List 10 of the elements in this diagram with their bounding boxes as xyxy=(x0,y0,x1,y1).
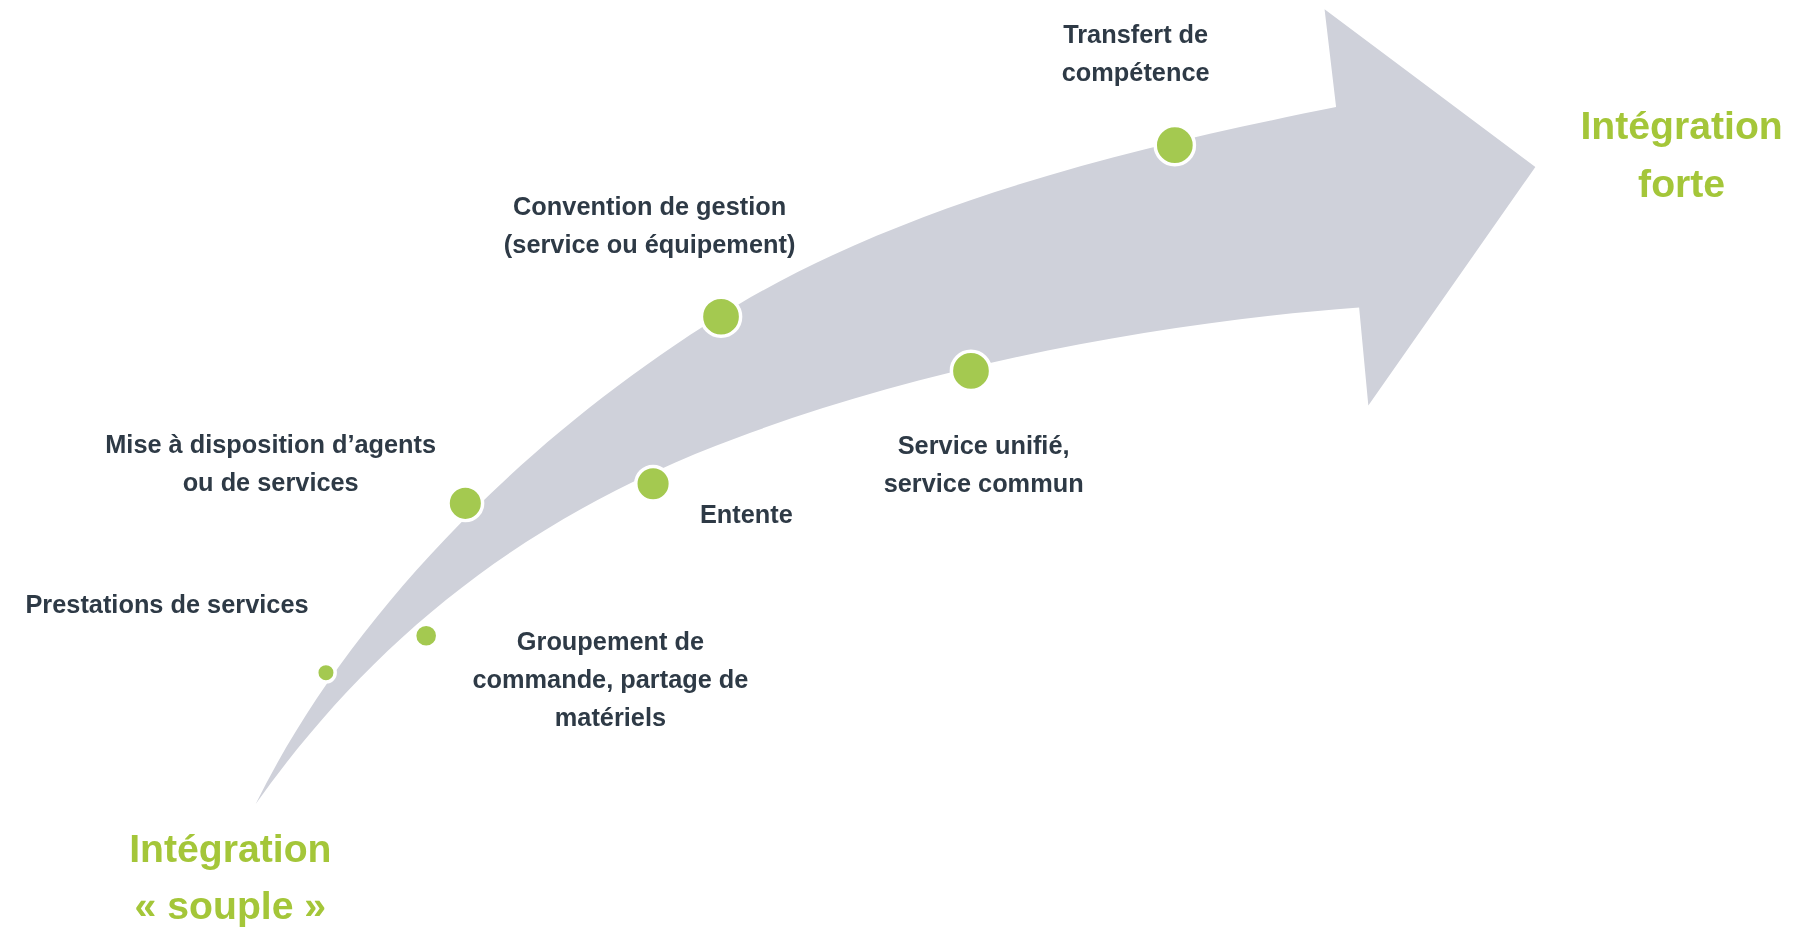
milestone-label: Groupement de commande, partage de matériels xyxy=(471,625,750,734)
scale-end-label: Intégration forte xyxy=(1579,102,1784,207)
milestone-dot xyxy=(446,484,485,523)
milestone-label: Entente xyxy=(698,498,794,531)
scale-end-label: Intégration « souple » xyxy=(128,824,333,930)
milestone-label: Service unifié, service commun xyxy=(882,429,1085,500)
milestone-label: Transfert de compétence xyxy=(1060,18,1211,89)
milestone-label: Prestations de services xyxy=(24,588,310,621)
milestone-label: Mise à disposition d’agents ou de services xyxy=(104,428,438,499)
milestone-label: Convention de gestion (service ou équipement) xyxy=(502,191,797,262)
